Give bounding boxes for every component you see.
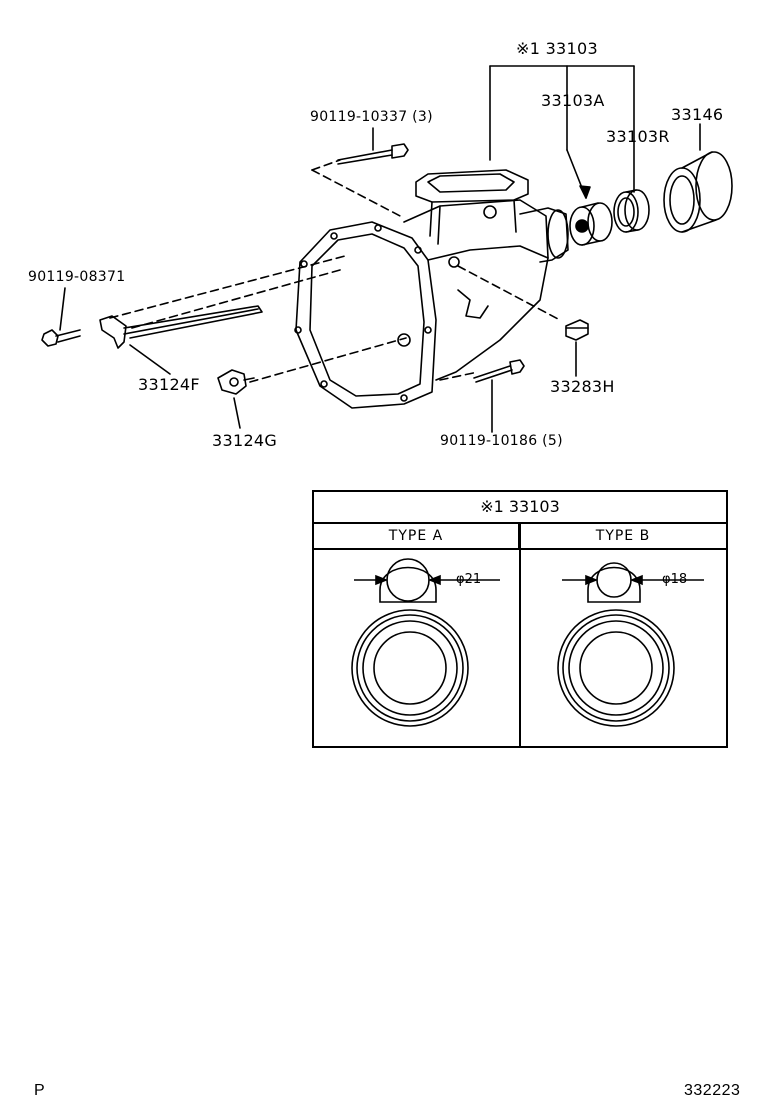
- exploded-parts-diagram: [0, 0, 760, 470]
- lever-part: [100, 306, 262, 348]
- type-b-header: TYPE B: [520, 524, 726, 550]
- label-bolt-bottom: 90119-10186 (5): [440, 433, 563, 449]
- detail-table-title: ※1 33103: [314, 492, 726, 524]
- bolt-top: [338, 144, 408, 164]
- type-detail-table: ※1 33103 TYPE A TYPE B: [312, 490, 728, 748]
- label-plug: 33283H: [550, 377, 615, 396]
- bolt-bottom: [474, 360, 524, 382]
- label-seal: 33103R: [606, 127, 670, 146]
- bushing-part: [570, 203, 612, 245]
- seal-part: [614, 190, 649, 232]
- leader-lever: [130, 345, 170, 374]
- type-a-header: TYPE A: [314, 524, 520, 550]
- transmission-housing: [295, 170, 568, 408]
- cover-part: [664, 152, 732, 232]
- label-assembly: ※1 33103: [516, 39, 598, 58]
- type-a-drawing: [352, 559, 500, 726]
- label-bolt-top: 90119-10337 (3): [310, 109, 433, 125]
- label-bushing: 33103A: [541, 91, 605, 110]
- assembly-bracket-lines: [490, 66, 634, 198]
- footer-page-letter: P: [34, 1082, 45, 1099]
- column-divider: [519, 524, 521, 746]
- clip-part: [218, 370, 254, 394]
- leader-clip: [234, 398, 240, 428]
- label-cover: 33146: [671, 105, 724, 124]
- dashed-alignment-lines: [110, 160, 560, 382]
- label-lever: 33124F: [138, 375, 200, 394]
- bolt-left: [42, 330, 80, 346]
- type-detail-drawings: [314, 550, 726, 746]
- label-clip: 33124G: [212, 431, 278, 450]
- footer-diagram-number: 332223: [684, 1082, 741, 1099]
- type-a-dimension: φ21: [456, 572, 482, 587]
- type-b-drawing: [558, 563, 704, 726]
- type-b-dimension: φ18: [662, 572, 688, 587]
- leader-bolt-left: [60, 288, 65, 330]
- plug-part: [566, 320, 588, 340]
- label-bolt-left: 90119-08371: [28, 269, 126, 285]
